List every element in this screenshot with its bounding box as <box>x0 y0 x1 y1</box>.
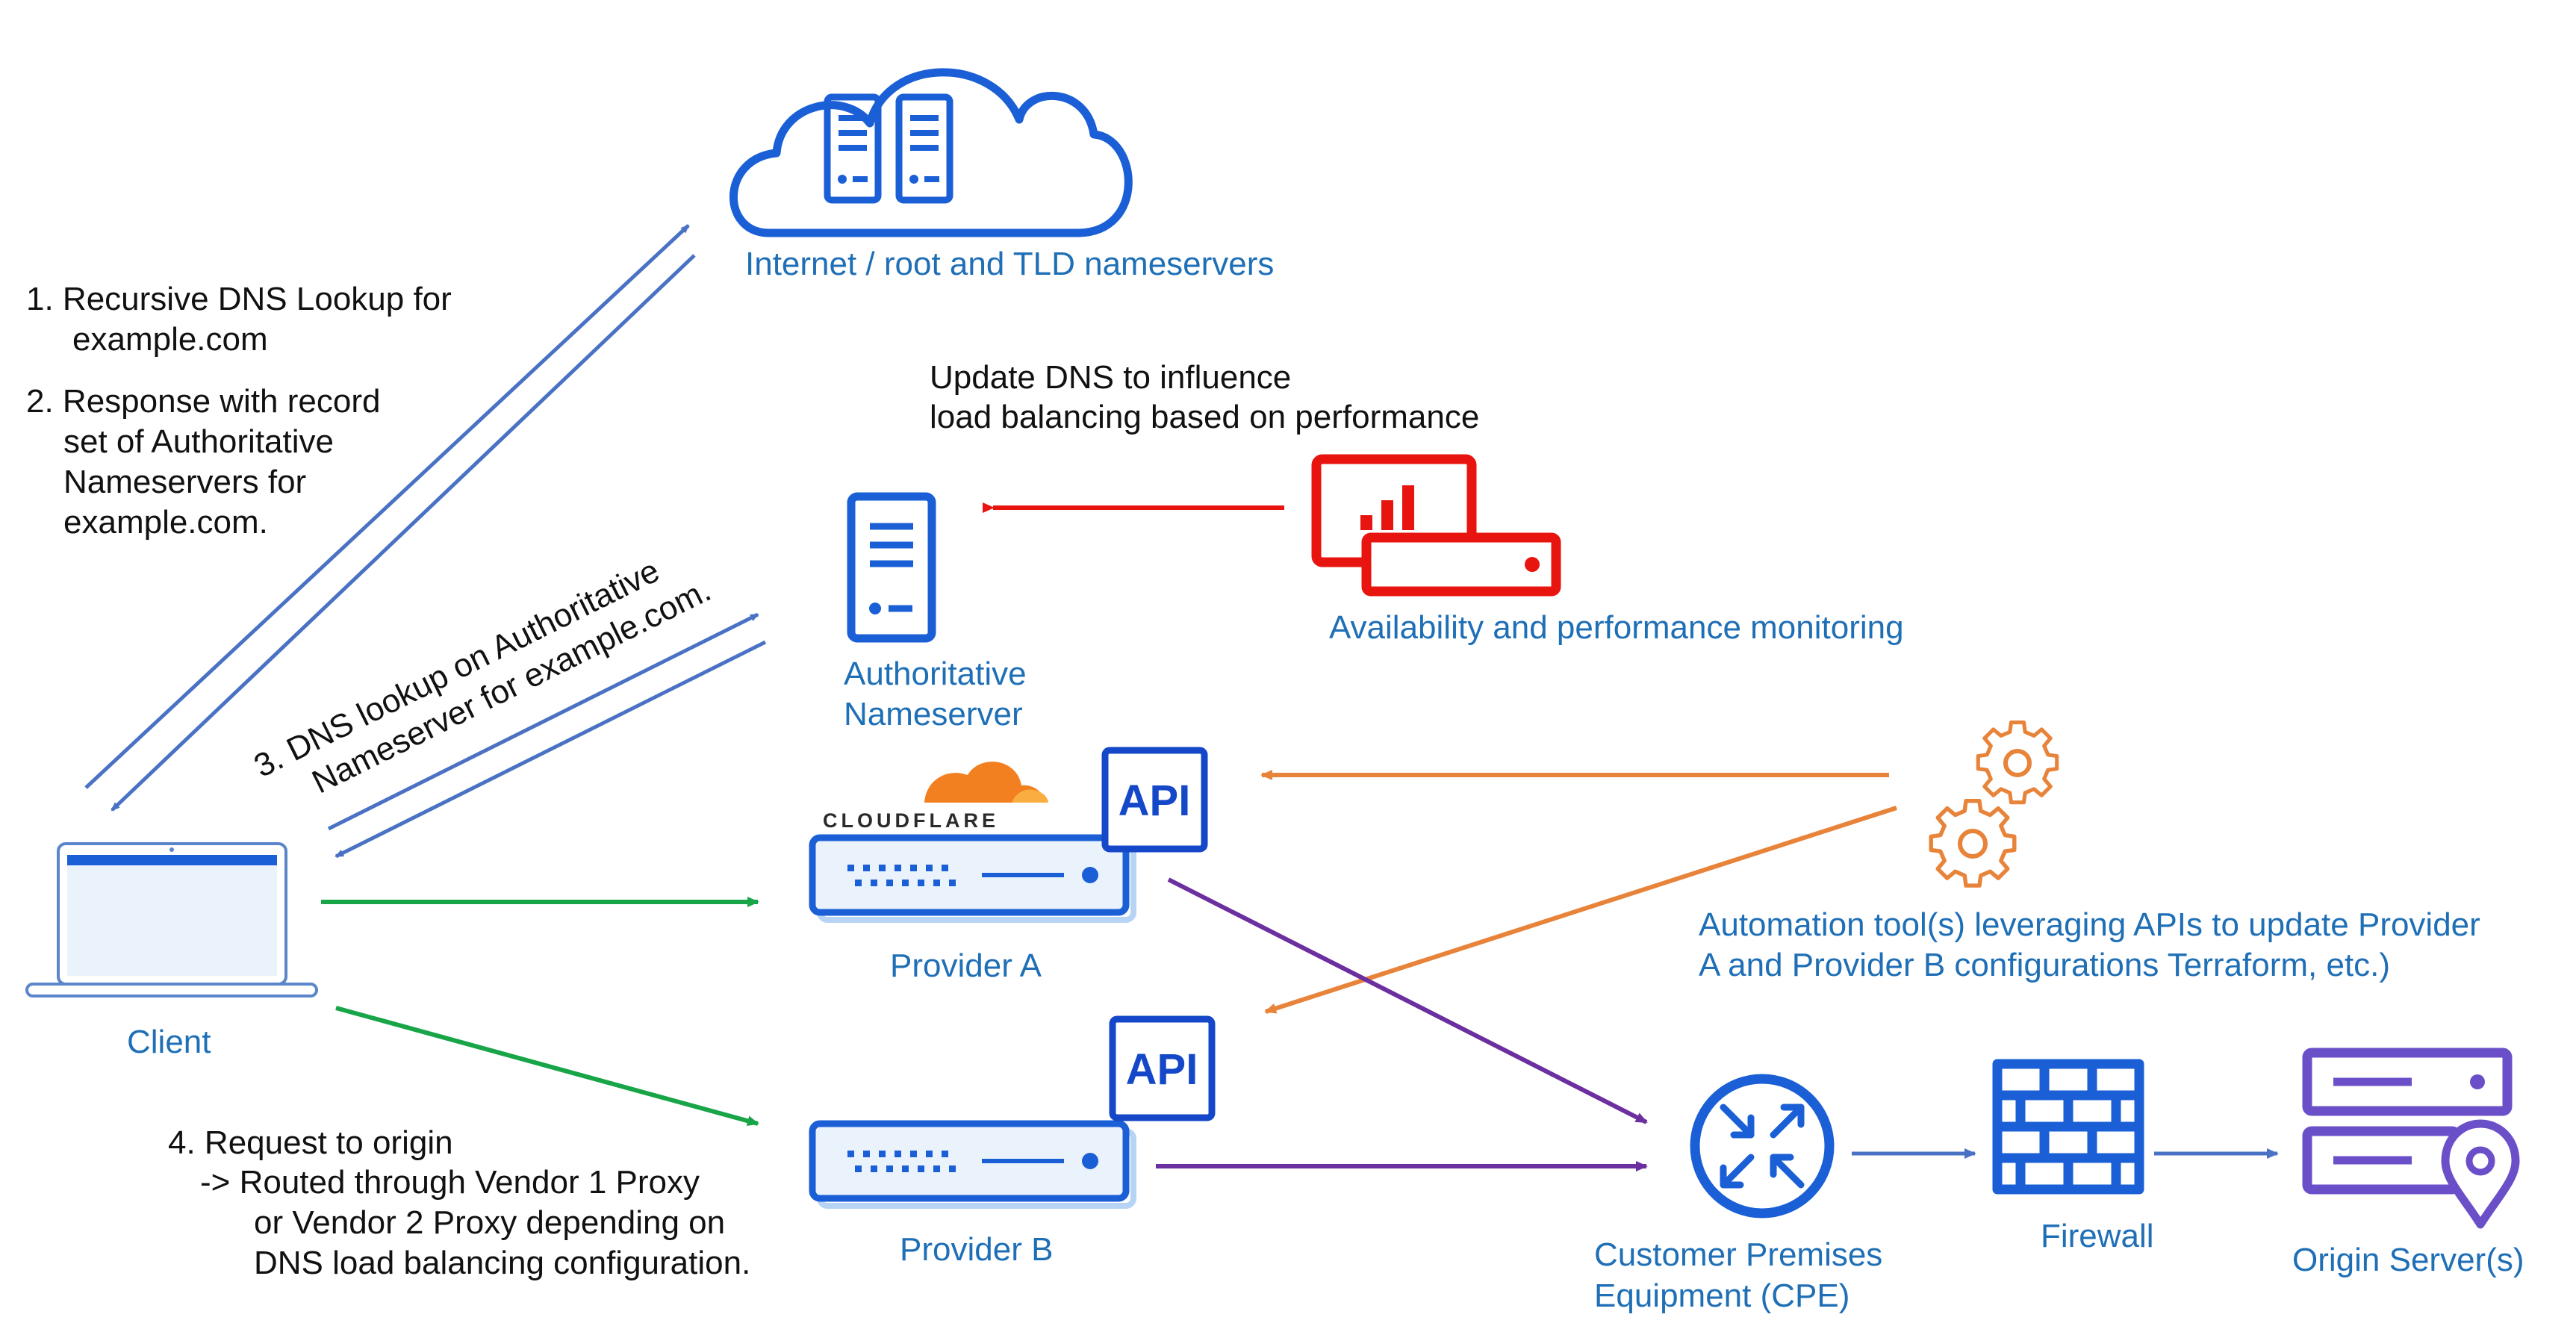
step1-line1: 1. Recursive DNS Lookup for <box>26 281 452 317</box>
arrow-auth-ns-to-client <box>335 640 767 859</box>
update-dns-line1: Update DNS to influence <box>930 359 1291 396</box>
monitoring-label: Availability and performance monitoring <box>1329 609 1904 646</box>
arrow-provider-a-to-cpe <box>1167 877 1648 1124</box>
provider-b-api-label: API <box>1126 1045 1198 1094</box>
arrow-internet-to-client <box>111 254 696 812</box>
step4-line1: 4. Request to origin <box>168 1124 453 1161</box>
step4-line4: DNS load balancing configuration. <box>254 1245 750 1281</box>
step2-line2: set of Authoritative <box>63 423 334 460</box>
cloud-server-icon <box>729 68 1133 237</box>
step3-line2: Nameserver for example.com. <box>306 572 716 801</box>
provider-b-api-badge: API <box>1109 1015 1216 1121</box>
firewall-label: Firewall <box>2041 1218 2154 1254</box>
step2-line1: 2. Response with record <box>26 383 380 420</box>
monitoring-dashboard-icon <box>1311 454 1561 597</box>
origin-label: Origin Server(s) <box>2292 1242 2524 1278</box>
provider-a-brand: CLOUDFLARE <box>823 809 999 832</box>
step1-line2: example.com <box>72 321 268 358</box>
server-icon <box>847 492 936 643</box>
arrow-client-to-auth-ns <box>327 612 759 831</box>
arrow-client-to-internet <box>84 224 690 789</box>
automation-label-line1: Automation tool(s) leveraging APIs to up… <box>1699 906 2480 943</box>
client-label: Client <box>127 1024 211 1060</box>
laptop-icon <box>25 842 318 997</box>
step4-line2: -> Routed through Vendor 1 Proxy <box>200 1164 700 1201</box>
cloudflare-logo: CLOUDFLARE <box>823 762 1048 832</box>
arrow-automation-to-provider-b <box>1264 806 1897 1014</box>
provider-b-label: Provider B <box>900 1231 1053 1268</box>
auth-ns-label-line2: Nameserver <box>844 696 1023 732</box>
router-icon <box>1690 1074 1835 1218</box>
step3-label: 3. DNS lookup on Authoritative Nameserve… <box>249 553 717 801</box>
cpe-label-line1: Customer Premises <box>1594 1236 1882 1273</box>
cloud-label: Internet / root and TLD nameservers <box>745 246 1274 282</box>
arrow-client-to-provider-b <box>335 1006 759 1127</box>
update-dns-line2: load balancing based on performance <box>930 399 1479 435</box>
provider-a-api-label: API <box>1119 776 1191 825</box>
arrows <box>84 224 2279 1171</box>
gears-icon <box>1929 720 2059 888</box>
step2-line3: Nameservers for <box>63 464 306 500</box>
auth-ns-label-line1: Authoritative <box>844 656 1027 692</box>
step3-line1: 3. DNS lookup on Authoritative <box>249 553 665 785</box>
origin-server-icon <box>2302 1048 2520 1229</box>
provider-a-label: Provider A <box>890 947 1042 984</box>
automation-label-line2: A and Provider B configurations Terrafor… <box>1699 947 2390 983</box>
step2-line4: example.com. <box>63 504 268 541</box>
step4-line3: or Vendor 2 Proxy depending on <box>254 1204 725 1241</box>
firewall-icon <box>1992 1059 2144 1195</box>
provider-b-appliance-icon <box>809 1120 1136 1209</box>
cpe-label-line2: Equipment (CPE) <box>1594 1277 1849 1314</box>
provider-a-appliance-icon <box>809 834 1136 923</box>
provider-a-api-badge: API <box>1101 747 1208 853</box>
